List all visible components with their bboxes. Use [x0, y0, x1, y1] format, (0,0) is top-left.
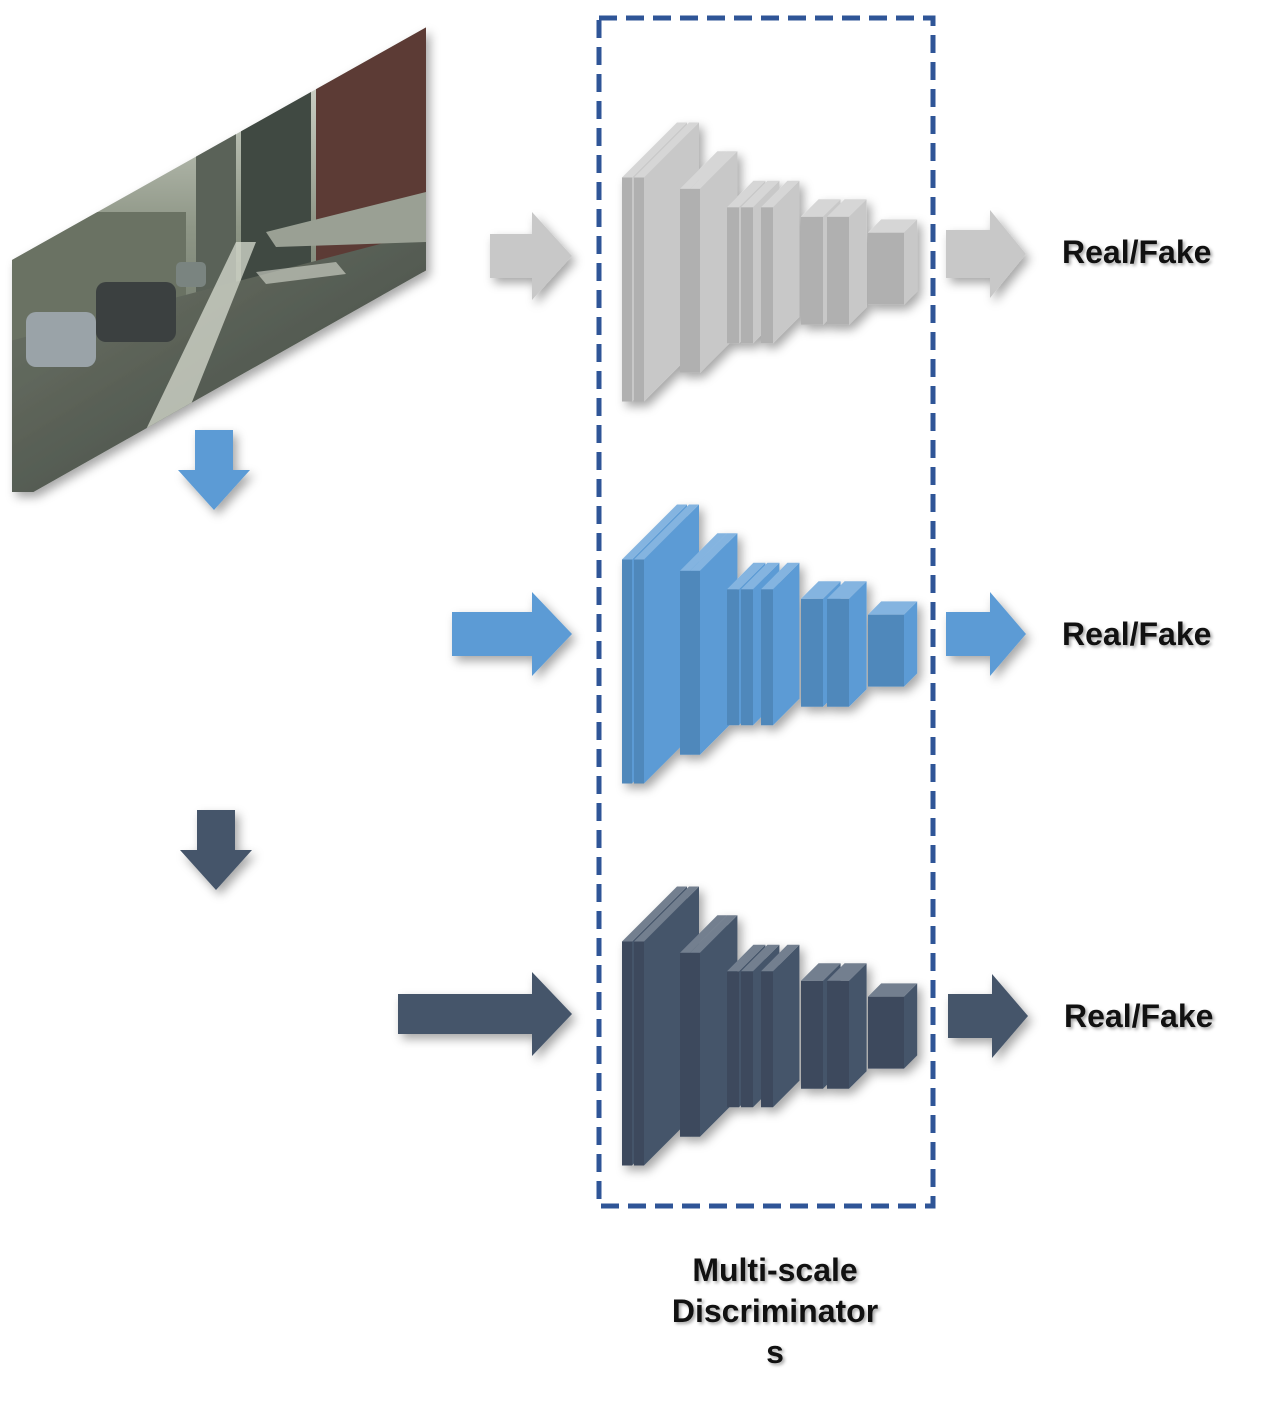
network-1-layer-2-front	[634, 177, 644, 402]
network-2-layer-7-side	[773, 562, 800, 726]
output-arrow-scale-3	[948, 974, 1028, 1058]
network-2-layer-10-front	[868, 614, 904, 687]
input-arrow-scale-3	[398, 972, 572, 1056]
network-1-layer-7-side	[773, 180, 800, 344]
output-arrow-scale-2	[946, 592, 1026, 676]
discriminator-network-scale-1	[622, 122, 918, 402]
network-2-layer-9-side	[849, 581, 867, 707]
network-3-layer-1-top	[622, 886, 687, 942]
network-3-layer-10-front	[868, 996, 904, 1069]
caption: Multi-scale Discriminator s	[620, 1250, 930, 1373]
network-1-layer-9-side	[849, 199, 867, 325]
network-1-layer-1-top	[622, 122, 687, 178]
network-2-layer-6-front	[741, 589, 753, 726]
network-1-layer-1-front	[622, 177, 632, 402]
network-2-layer-1-front	[622, 559, 632, 784]
network-2-layer-9-front	[827, 598, 849, 707]
network-1-layer-9-top	[827, 199, 867, 217]
network-3-layer-7-top	[761, 944, 800, 972]
network-1-layer-3-front	[680, 188, 690, 373]
input-arrow-scale-2	[452, 592, 572, 676]
network-1-layer-10-top	[868, 219, 918, 233]
network-3-layer-10-top	[868, 983, 918, 997]
network-1-layer-4-top	[690, 151, 738, 189]
network-2-layer-2-front	[634, 559, 644, 784]
network-2-layer-4-front	[690, 570, 700, 755]
network-3-layer-6-front	[741, 971, 753, 1108]
network-2-layer-7-top	[761, 562, 800, 590]
network-2-layer-8-top	[801, 581, 841, 599]
network-3-layer-9-top	[827, 963, 867, 981]
network-1-layer-6-top	[741, 180, 780, 208]
network-2-layer-3-front	[680, 570, 690, 755]
network-1-layer-3-top	[680, 151, 728, 189]
caption-line-2: Discriminator	[671, 1293, 879, 1329]
network-2-layer-10-top	[868, 601, 918, 615]
network-1-layer-7-top	[761, 180, 800, 208]
network-1-layer-9-front	[827, 216, 849, 325]
network-2-layer-7-front	[761, 589, 773, 726]
network-3-layer-1-front	[622, 941, 632, 1166]
input-arrow-scale-1	[490, 212, 572, 300]
network-2-layer-1-top	[622, 504, 687, 560]
network-1-layer-10-side	[904, 219, 918, 305]
network-3-layer-10-side	[904, 983, 918, 1069]
network-3-layer-5-front	[727, 971, 739, 1108]
network-2-layer-10-side	[904, 601, 918, 687]
output-arrow-scale-1	[946, 210, 1026, 298]
network-3-layer-4-front	[690, 952, 700, 1137]
output-label-scale-1: Real/Fake	[1062, 234, 1212, 270]
discriminator-network-scale-2	[622, 504, 918, 784]
network-1-layer-5-top	[727, 180, 766, 208]
network-3-layer-7-side	[773, 944, 800, 1108]
network-2-layer-2-top	[634, 504, 699, 560]
network-2-layer-5-front	[727, 589, 739, 726]
network-3-layer-4-top	[690, 915, 738, 953]
network-2-layer-3-top	[680, 533, 728, 571]
network-3-layer-2-top	[634, 886, 699, 942]
network-2-layer-5-top	[727, 562, 766, 590]
network-3-layer-8-front	[801, 980, 823, 1089]
network-1-layer-7-front	[761, 207, 773, 344]
input-image-quarter	[162, 962, 268, 1082]
network-1-layer-5-front	[727, 207, 739, 344]
discriminator-container	[596, 15, 936, 1209]
network-3-layer-9-side	[849, 963, 867, 1089]
downsample-arrow-2	[180, 810, 252, 890]
network-1-layer-10-front	[868, 232, 904, 305]
network-2-layer-8-front	[801, 598, 823, 707]
network-3-layer-7-front	[761, 971, 773, 1108]
output-label-scale-3: Real/Fake	[1064, 998, 1214, 1034]
network-2-layer-6-top	[741, 562, 780, 590]
network-3-layer-3-front	[680, 952, 690, 1137]
downsample-arrow-1	[178, 430, 250, 510]
network-3-layer-8-top	[801, 963, 841, 981]
network-3-layer-5-top	[727, 944, 766, 972]
network-1-layer-4-front	[690, 188, 700, 373]
network-3-layer-2-front	[634, 941, 644, 1166]
network-3-layer-9-front	[827, 980, 849, 1089]
network-2-layer-9-top	[827, 581, 867, 599]
network-1-layer-8-top	[801, 199, 841, 217]
network-3-layer-3-top	[680, 915, 728, 953]
caption-line-1: Multi-scale	[692, 1252, 858, 1288]
network-2-layer-4-top	[690, 533, 738, 571]
input-image-half	[110, 520, 320, 760]
network-1-layer-8-front	[801, 216, 823, 325]
caption-line-3: s	[766, 1334, 784, 1370]
input-image-full	[6, 12, 426, 492]
discriminator-network-scale-3	[622, 886, 918, 1166]
network-1-layer-2-top	[634, 122, 699, 178]
output-label-scale-2: Real/Fake	[1062, 616, 1212, 652]
network-3-layer-6-top	[741, 944, 780, 972]
network-1-layer-6-front	[741, 207, 753, 344]
